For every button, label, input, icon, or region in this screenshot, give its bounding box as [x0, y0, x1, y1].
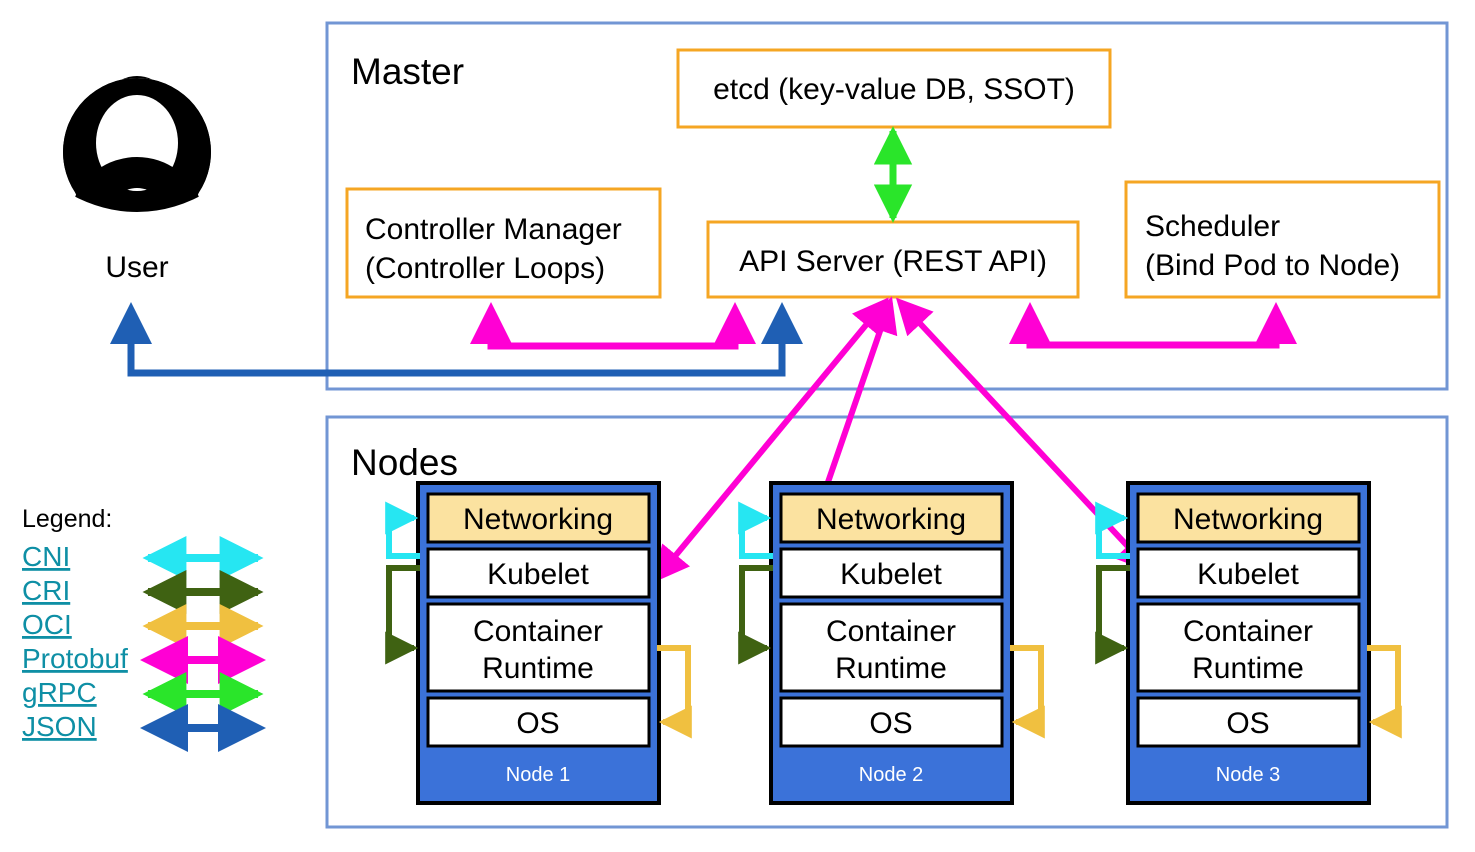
master-title: Master	[351, 51, 464, 92]
node-2-kubelet-box[interactable]	[779, 547, 1004, 599]
node-2[interactable]: Networking Kubelet Container Runtime OS …	[738, 481, 1045, 805]
node-1-networking-label: Networking	[463, 503, 613, 536]
connection-cni-node-1	[385, 501, 420, 559]
node-3-kubelet-label: Kubelet	[1197, 558, 1299, 591]
scheduler-box[interactable]: Scheduler (Bind Pod to Node)	[1124, 180, 1441, 299]
scheduler-label-line1: Scheduler	[1145, 210, 1280, 243]
node-3-container-runtime-box[interactable]	[1136, 602, 1361, 693]
node-1-os-box[interactable]	[426, 696, 651, 748]
node-1-container-runtime-label-line2: Runtime	[482, 652, 594, 685]
node-3-name: Node 3	[1216, 764, 1281, 786]
scheduler-label-line2: (Bind Pod to Node)	[1145, 249, 1400, 282]
connection-protobuf-cm-apiserver	[470, 302, 756, 350]
node-1-kubelet-box[interactable]	[426, 547, 651, 599]
node-2-networking-label: Networking	[816, 503, 966, 536]
etcd-box[interactable]: etcd (key-value DB, SSOT)	[676, 48, 1112, 129]
node-1-kubelet-label: Kubelet	[487, 558, 589, 591]
connection-oci-node-3	[1367, 645, 1402, 739]
legend-item-grpc-label[interactable]: gRPC	[22, 677, 97, 708]
user-label: User	[105, 251, 168, 284]
node-2-kubelet-label: Kubelet	[840, 558, 942, 591]
node-2-name: Node 2	[859, 764, 924, 786]
node-2-networking-box[interactable]	[779, 492, 1004, 544]
connection-json-user-apiserver	[110, 302, 803, 377]
node-1-name: Node 1	[506, 764, 571, 786]
connection-cri-node-1	[385, 565, 420, 665]
connection-oci-node-1	[657, 645, 692, 739]
node-1-networking-box[interactable]	[426, 492, 651, 544]
controller-manager-label-line2: (Controller Loops)	[365, 252, 605, 285]
node-3[interactable]: Networking Kubelet Container Runtime OS …	[1095, 481, 1402, 805]
legend-item-cni-label[interactable]: CNI	[22, 541, 70, 572]
connection-cri-node-3	[1095, 565, 1130, 665]
node-2-os-box[interactable]	[779, 696, 1004, 748]
connection-cri-node-2	[738, 565, 773, 665]
connection-cni-node-2	[738, 501, 773, 559]
person-avatar-icon	[63, 76, 211, 240]
connection-cni-node-3	[1095, 501, 1130, 559]
api-server-box[interactable]: API Server (REST API)	[706, 220, 1080, 299]
node-2-container-runtime-box[interactable]	[779, 602, 1004, 693]
legend-item-json-label[interactable]: JSON	[22, 711, 97, 742]
node-3-networking-label: Networking	[1173, 503, 1323, 536]
node-3-os-label: OS	[1226, 707, 1269, 740]
api-server-label: API Server (REST API)	[739, 245, 1047, 278]
legend-item-oci-label[interactable]: OCI	[22, 609, 72, 640]
user-group: User	[63, 76, 211, 284]
node-3-kubelet-box[interactable]	[1136, 547, 1361, 599]
connection-protobuf-apiserver-scheduler	[1009, 302, 1297, 349]
node-1-container-runtime-box[interactable]	[426, 602, 651, 693]
etcd-label: etcd (key-value DB, SSOT)	[713, 73, 1075, 106]
node-3-container-runtime-label-line1: Container	[1183, 615, 1313, 648]
legend-item-protobuf-label[interactable]: Protobuf	[22, 643, 128, 674]
node-1[interactable]: Networking Kubelet Container Runtime OS …	[385, 481, 692, 805]
node-3-container-runtime-label-line2: Runtime	[1192, 652, 1304, 685]
node-3-os-box[interactable]	[1136, 696, 1361, 748]
controller-manager-label-line1: Controller Manager	[365, 213, 622, 246]
legend: Legend: CNI CRI OCI Protobuf gRPC JSON	[22, 505, 266, 752]
node-3-networking-box[interactable]	[1136, 492, 1361, 544]
node-1-container-runtime-label-line1: Container	[473, 615, 603, 648]
legend-item-cri-label[interactable]: CRI	[22, 575, 70, 606]
node-2-os-label: OS	[869, 707, 912, 740]
nodes-title: Nodes	[351, 442, 458, 483]
connection-oci-node-2	[1010, 645, 1045, 739]
legend-title: Legend:	[22, 505, 112, 533]
node-2-container-runtime-label-line1: Container	[826, 615, 956, 648]
controller-manager-box[interactable]: Controller Manager (Controller Loops)	[345, 187, 662, 299]
node-2-container-runtime-label-line2: Runtime	[835, 652, 947, 685]
node-1-os-label: OS	[516, 707, 559, 740]
